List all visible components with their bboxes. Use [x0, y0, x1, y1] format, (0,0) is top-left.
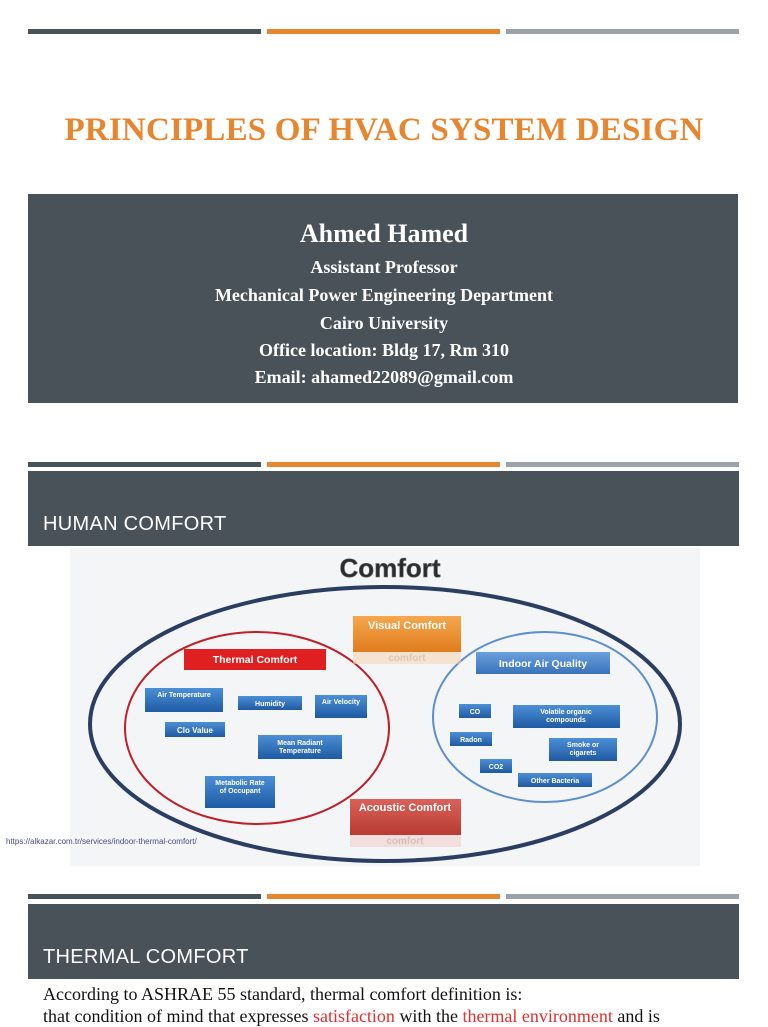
ashrae-definition-intro: According to ASHRAE 55 standard, thermal…	[43, 984, 523, 1004]
accent-bar-gray	[506, 894, 739, 899]
definition-thermal-environment: thermal environment	[462, 1006, 613, 1026]
section-title-thermal-comfort: THERMAL COMFORT	[43, 946, 249, 968]
mean-radiant-temperature-box	[258, 735, 342, 759]
comfort-diagram: Comfort Visual Comfort comfort Acoustic …	[70, 548, 700, 866]
accent-bar-dark	[28, 462, 261, 467]
indoor-air-quality-box	[476, 652, 610, 674]
humidity-label: Humidity	[255, 701, 285, 708]
thermal-comfort-box	[184, 649, 326, 670]
radon-box	[450, 732, 492, 746]
outer-comfort-ellipse	[88, 585, 682, 863]
definition-part-1: that condition of mind that expresses	[43, 1006, 313, 1026]
clo-value-label: Clo Value	[177, 726, 214, 735]
co-box	[459, 704, 491, 718]
other-bacteria-box	[518, 773, 592, 787]
accent-bar-orange	[267, 462, 500, 467]
visual-comfort-box	[353, 616, 461, 664]
accent-bar-gray	[506, 462, 739, 467]
accent-bar-orange	[267, 894, 500, 899]
radon-label: Radon	[460, 737, 482, 744]
author-email: Email: ahamed22089@gmail.com	[254, 367, 514, 387]
visual-comfort-reflection: comfort	[388, 653, 426, 664]
section-header-band	[28, 904, 739, 979]
air-temperature-box	[145, 688, 223, 712]
humidity-box	[238, 696, 302, 710]
author-department: Mechanical Power Engineering Department	[214, 285, 554, 305]
acoustic-comfort-box	[350, 799, 461, 847]
air-velocity-box	[315, 695, 367, 718]
co2-box	[480, 759, 512, 773]
ashrae-definition-text: that condition of mind that expresses sa…	[43, 1006, 660, 1027]
indoor-air-quality-label: Indoor Air Quality	[499, 658, 587, 670]
presentation-title: PRINCIPLES OF HVAC SYSTEM DESIGN	[64, 112, 704, 148]
definition-part-3: and is	[612, 1006, 660, 1026]
iaq-ellipse	[432, 631, 658, 803]
author-position: Assistant Professor	[310, 257, 458, 277]
definition-satisfaction: satisfaction	[312, 1006, 395, 1026]
accent-bar-orange	[267, 29, 500, 34]
co2-label: CO2	[489, 764, 504, 771]
acoustic-comfort-label: Acoustic Comfort	[359, 802, 452, 814]
section-title-human-comfort: HUMAN COMFORT	[43, 513, 227, 535]
definition-part-2: with the	[394, 1006, 463, 1026]
acoustic-comfort-reflection: comfort	[386, 836, 424, 847]
accent-bar-gray	[506, 29, 739, 34]
smoke-box	[549, 738, 617, 761]
author-office: Office location: Bldg 17, Rm 310	[259, 340, 509, 360]
voc-box	[513, 705, 620, 728]
author-name: Ahmed Hamed	[299, 219, 469, 248]
figure-title: Comfort	[339, 553, 440, 583]
section-header-band	[28, 471, 739, 546]
air-temperature-label: Air Temperature	[157, 692, 211, 699]
visual-comfort-label: Visual Comfort	[368, 620, 446, 632]
accent-bar-dark	[28, 894, 261, 899]
thermal-comfort-ellipse	[124, 631, 390, 825]
author-info-box	[28, 194, 738, 403]
air-velocity-label: Air Velocity	[322, 699, 360, 706]
author-university: Cairo University	[319, 313, 449, 333]
thermal-comfort-label: Thermal Comfort	[213, 654, 298, 666]
clo-value-box	[165, 722, 225, 737]
other-bacteria-label: Other Bacteria	[531, 778, 579, 785]
accent-bar-dark	[28, 29, 261, 34]
metabolic-rate-box	[205, 776, 275, 808]
source-link[interactable]: https://alkazar.com.tr/services/indoor-t…	[6, 837, 197, 846]
co-label: CO	[470, 709, 481, 716]
